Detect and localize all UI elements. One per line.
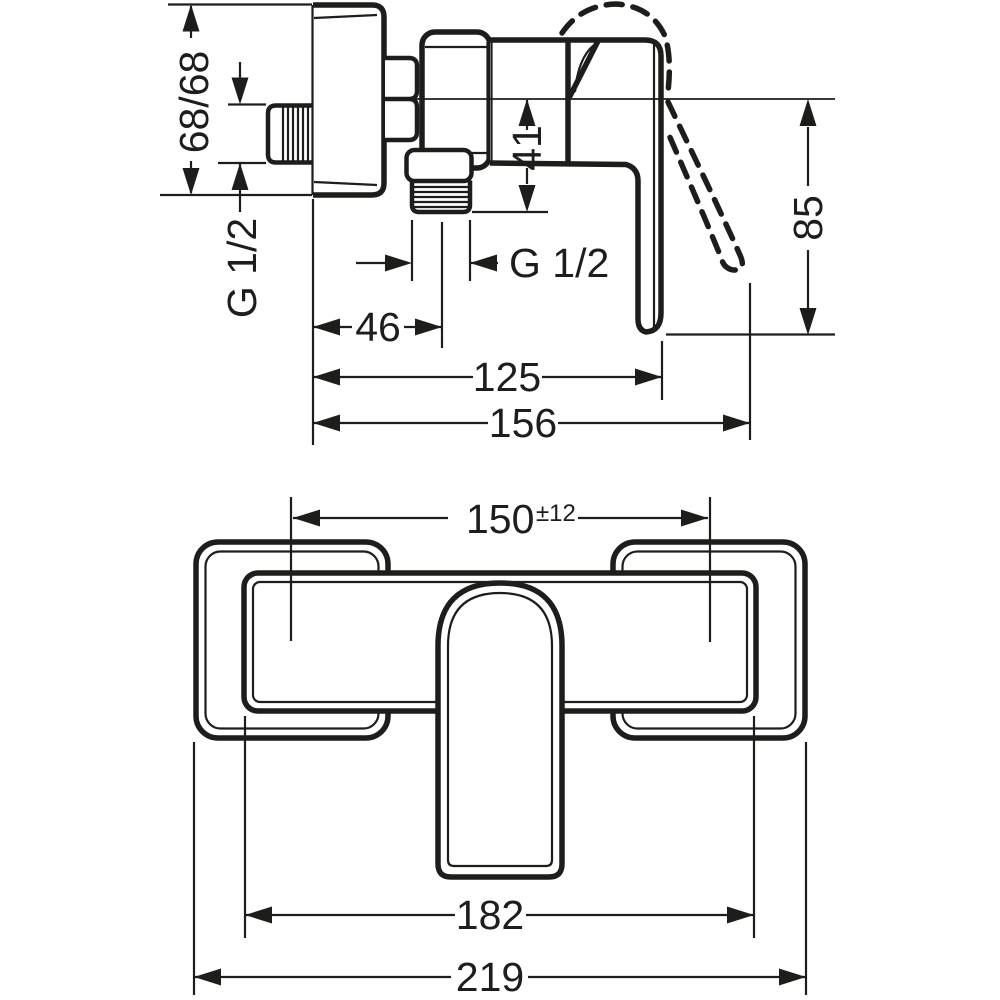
dim-overall-width: 219 <box>192 742 808 1000</box>
escutcheon-size-label: 68/68 <box>171 51 217 154</box>
dim-escutcheon-size: 68/68 <box>160 3 312 197</box>
side-view: 68/68 G 1/2 41 46 G 1/2 <box>160 1 835 446</box>
valve-body-and-handle <box>486 37 664 335</box>
handle-open-dashed <box>559 1 746 273</box>
connection-tolerance-label: ±12 <box>536 500 576 527</box>
wall-pipe-thread-hatch <box>281 107 310 161</box>
wall-to-outlet-label: 46 <box>355 304 401 350</box>
dim-handle-drop: 85 <box>666 99 835 336</box>
wall-thread-label: G 1/2 <box>219 218 265 318</box>
depth-closed-label: 125 <box>473 354 541 400</box>
outlet-thread-label: G 1/2 <box>509 240 609 286</box>
dim-depth-closed: 125 <box>313 341 664 400</box>
front-view: 150 ±12 182 219 <box>192 496 808 1000</box>
s-union <box>419 29 493 171</box>
handle-swing-arc <box>573 44 595 93</box>
dim-wall-to-outlet: 46 <box>311 199 444 445</box>
outlet-offset-label: 41 <box>504 125 550 171</box>
handle-drop-label: 85 <box>785 195 831 241</box>
outlet-flange <box>404 147 474 184</box>
dim-wall-thread: G 1/2 <box>218 62 266 318</box>
dim-connection-centers: 150 ±12 <box>289 496 712 642</box>
depth-open-label: 156 <box>489 400 557 446</box>
escutcheon-side <box>311 2 387 198</box>
connection-centers-label: 150 <box>466 496 534 542</box>
dim-outlet-offset: 41 <box>472 99 550 214</box>
dim-body-width: 182 <box>243 716 756 938</box>
wall-pipe <box>265 103 313 165</box>
body-width-label: 182 <box>456 892 524 938</box>
overall-width-label: 219 <box>456 954 524 1000</box>
dim-depth-open: 156 <box>313 283 752 446</box>
handle-front <box>435 580 565 880</box>
dim-outlet-thread: G 1/2 <box>356 220 609 286</box>
outlet-thread-side <box>409 180 473 215</box>
